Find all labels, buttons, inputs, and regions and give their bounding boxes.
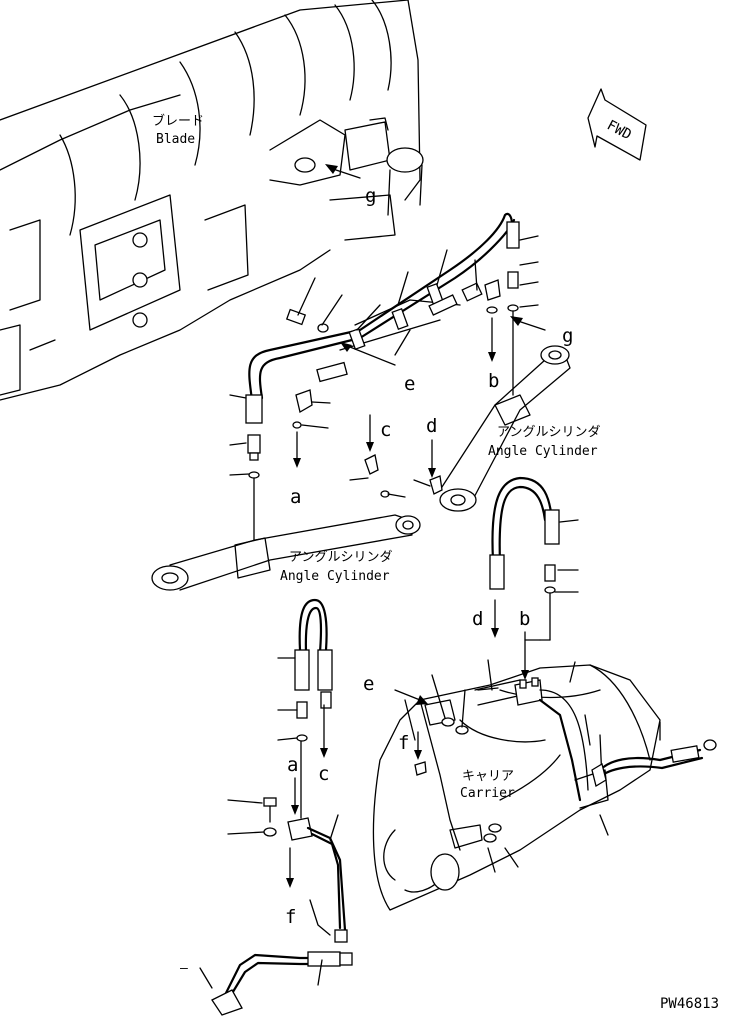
letter-d-top: d — [426, 415, 437, 437]
letter-c-bottom: c — [318, 763, 329, 785]
letter-g-right: g — [562, 325, 573, 347]
angle-cylinder-left-label-jp: アングルシリンダ — [289, 550, 392, 565]
right-side-hose — [591, 739, 717, 788]
carrier-label-en: Carrier — [460, 786, 515, 801]
fwd-label: FWD — [604, 117, 634, 143]
text-labels: ブレード Blade アングルシリンダ Angle Cylinder アングルシ… — [152, 113, 719, 1012]
letter-b-bottom: b — [519, 608, 530, 630]
letter-a-top: a — [290, 486, 301, 508]
blade — [0, 0, 424, 401]
carrier — [372, 659, 661, 911]
letter-d-bottom: d — [472, 608, 483, 630]
letter-e-bottom: e — [363, 673, 374, 695]
blade-label-jp: ブレード — [152, 113, 204, 129]
forward-arrow-icon: FWD — [587, 88, 647, 161]
letter-b-top: b — [488, 370, 499, 392]
leader-marker: – — [180, 961, 188, 976]
letter-f-carrier: f — [398, 732, 409, 754]
letter-g-top: g — [365, 185, 376, 207]
left-u-hose — [294, 598, 333, 742]
carrier-label-jp: キャリア — [462, 769, 514, 784]
angle-cylinder-left — [151, 514, 421, 591]
letter-c-top: c — [380, 419, 391, 441]
letter-f-bottom: f — [285, 906, 296, 928]
angle-cylinder-right-label-en: Angle Cylinder — [488, 444, 598, 459]
angle-cylinder-right — [364, 345, 571, 512]
letter-e-top: e — [404, 373, 415, 395]
angle-cylinder-left-label-en: Angle Cylinder — [280, 569, 390, 584]
part-leader-lines — [199, 235, 661, 989]
angle-cylinder-right-label-jp: アングルシリンダ — [497, 425, 600, 440]
figure-code: PW46813 — [660, 996, 719, 1012]
letter-a-bottom: a — [287, 754, 298, 776]
blade-label-en: Blade — [156, 132, 195, 147]
right-u-hose — [489, 476, 560, 641]
lower-left-pipe — [211, 740, 353, 1016]
connection-arrows — [286, 164, 546, 888]
